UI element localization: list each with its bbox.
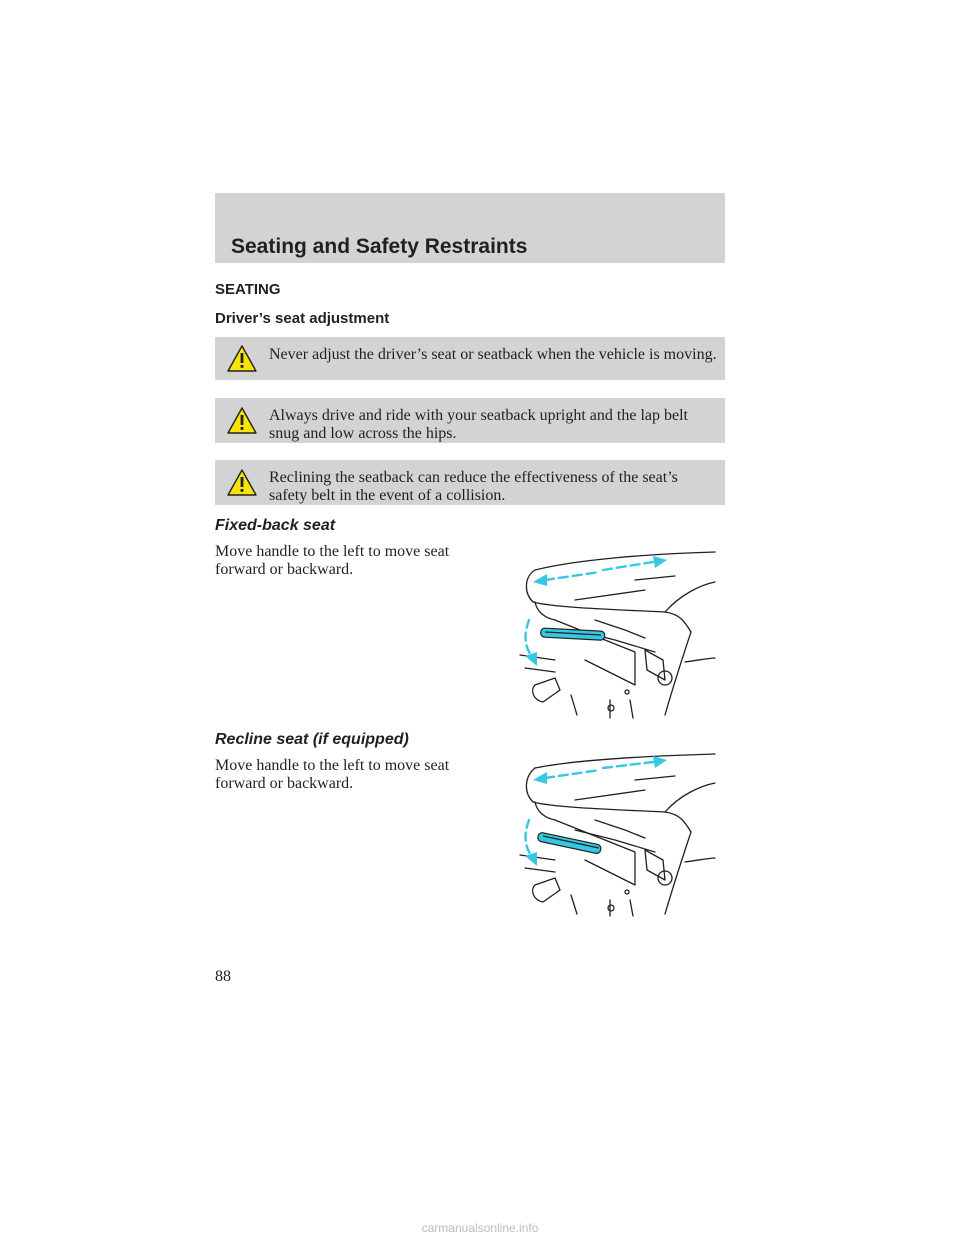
warning-triangle-icon [227,345,257,372]
subsection-heading: Driver’s seat adjustment [215,310,390,327]
watermark: carmanualsonline.info [421,1221,539,1235]
seat-adjustment-illustration [519,551,716,719]
warning-box: Always drive and ride with your seatback… [215,398,725,443]
page-number: 88 [215,968,231,985]
section-heading: SEATING [215,281,281,298]
fixed-back-text: Move handle to the left to move seat for… [215,543,450,578]
warning-triangle-icon [227,407,257,434]
warning-text: Never adjust the driver’s seat or seatba… [269,346,717,363]
warning-triangle-icon [227,469,257,496]
fixed-back-heading: Fixed-back seat [215,517,336,534]
page-header-title: Seating and Safety Restraints [231,235,528,258]
warning-text: Always drive and ride with your seatback… [269,407,688,442]
recline-text: Move handle to the left to move seat for… [215,757,450,792]
warning-box: Reclining the seatback can reduce the ef… [215,460,725,505]
header-band: Seating and Safety Restraints [215,193,725,263]
seat-adjustment-illustration [519,753,716,917]
warning-text: Reclining the seatback can reduce the ef… [269,469,678,504]
warning-box: Never adjust the driver’s seat or seatba… [215,337,725,380]
recline-heading: Recline seat (if equipped) [215,731,409,748]
